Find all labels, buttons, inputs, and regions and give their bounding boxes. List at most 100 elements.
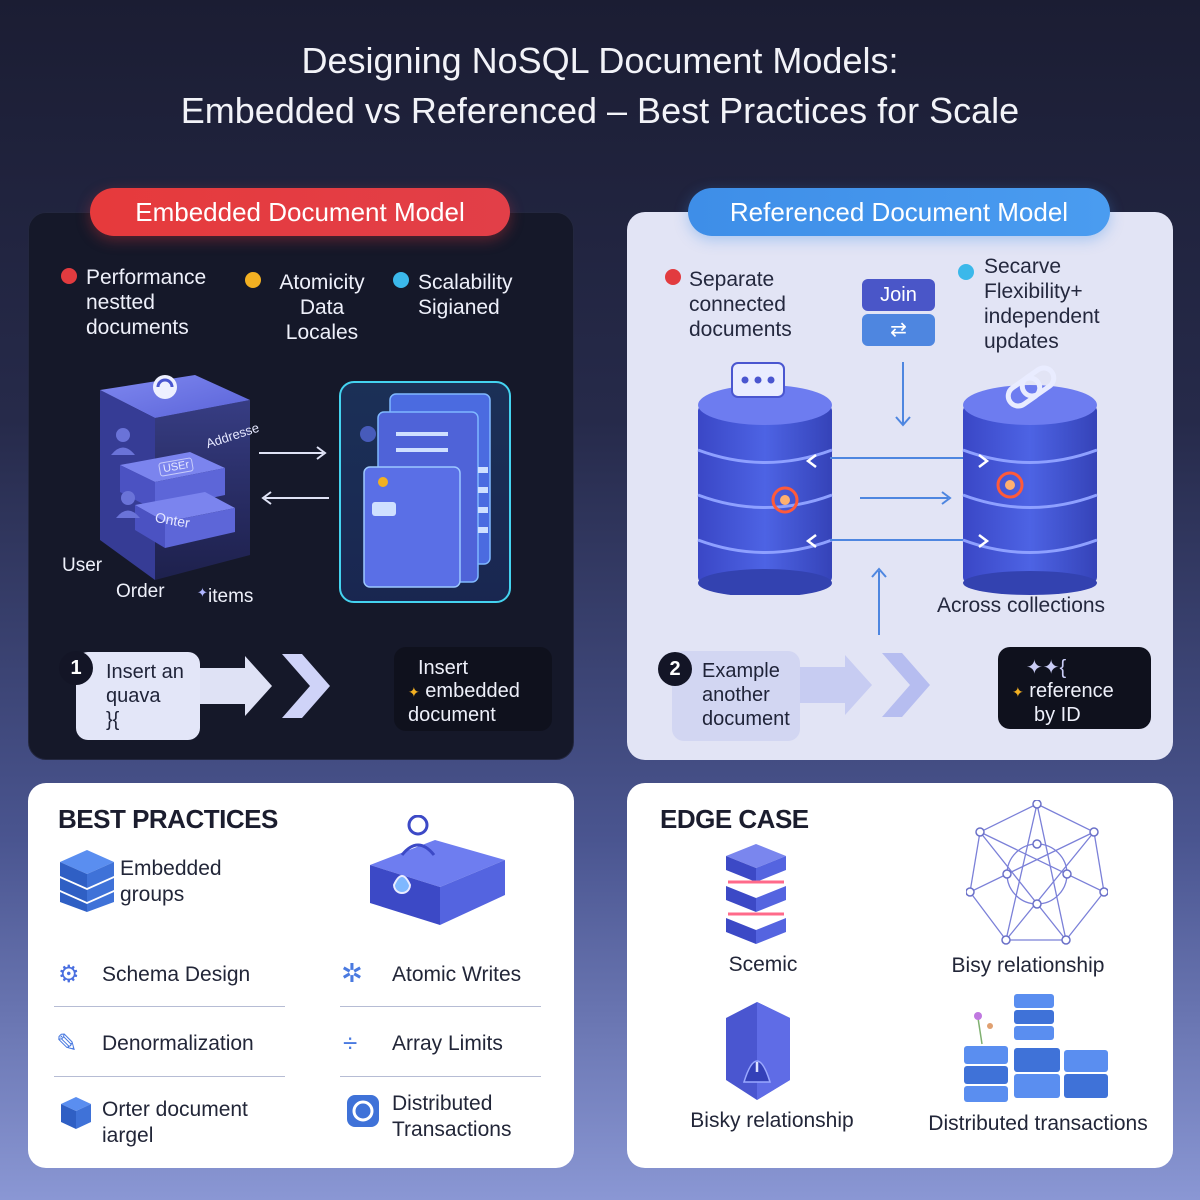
legend-scalability: Scalability Sigianed [418, 271, 513, 319]
inner-block-left-1 [120, 465, 155, 510]
db-left-body [698, 405, 832, 583]
link-glow-icon [771, 486, 799, 514]
step1-code: }{ [106, 709, 120, 731]
embedded-sync-arrows [259, 446, 329, 505]
edge-scemic-label: Scemic [728, 953, 798, 976]
items-spark-icon: ✦ [197, 585, 208, 600]
legend-dot-red [61, 268, 77, 284]
legend-dot-cyan-ref [958, 264, 974, 280]
stacked-blocks-icon [726, 844, 786, 944]
db-left-top [698, 385, 832, 425]
divider [54, 1076, 285, 1077]
step1-text: Insert an quava [106, 661, 184, 707]
legend-separate: Separate connected documents [689, 268, 792, 341]
chevron-right-icon [978, 454, 990, 468]
page-subtitle: Embedded vs Referenced – Best Practices … [180, 90, 1020, 131]
inner-block-left-2 [135, 505, 165, 548]
legend-performance: Performance nestted documents [86, 266, 207, 339]
legend-flexibility: Secarve Flexibility+ independent updates [984, 255, 1100, 353]
droplet-icon [392, 875, 412, 894]
code-line2: embedded [425, 680, 520, 702]
embedded-groups-label: Embedded groups [120, 857, 222, 906]
step1-number: 1 [59, 651, 93, 685]
denormalization-label: Denormalization [102, 1032, 254, 1055]
step1-arrow [190, 654, 330, 718]
best-practices-card [28, 783, 574, 1168]
db-right-top [963, 385, 1097, 425]
up-arrow-icon [871, 567, 887, 635]
cube-icon [61, 1097, 91, 1129]
distributed-transactions-label: Distributed Transactions [392, 1092, 512, 1141]
reference-by-id-box: ✦✦{ ✦ reference by ID [998, 647, 1151, 729]
join-badge: Join [862, 279, 935, 311]
legend-dot-yellow [245, 272, 261, 288]
code-line1: Insert [418, 657, 469, 679]
atomic-icon: ✲ [341, 958, 363, 988]
stack-icon [60, 850, 114, 912]
pen-icon: ✎ [56, 1028, 78, 1058]
document-cube-illustration [339, 381, 511, 603]
best-practices-title: BEST PRACTICES [58, 804, 278, 834]
link-badge-icon: ⇄ [862, 314, 935, 346]
chevron-left-icon [805, 454, 817, 468]
divider [340, 1076, 541, 1077]
database-right-illustration [962, 365, 1098, 595]
edge-bisky-label: Bisky relationship [690, 1109, 854, 1132]
reference-connectors [830, 457, 968, 541]
edge-bisy-label: Bisy relationship [951, 954, 1105, 977]
divider [340, 1006, 541, 1007]
divider [54, 1006, 285, 1007]
ref-spark-icon: ✦ [1012, 684, 1024, 700]
shield-block-icon [726, 1002, 790, 1100]
legend-dot-red-ref [665, 269, 681, 285]
edge-distributed-label: Distributed transactions [928, 1112, 1148, 1135]
down-arrow-icon [895, 362, 911, 427]
server-front [363, 466, 461, 588]
referenced-header-pill: Referenced Document Model [688, 188, 1110, 236]
link-glow-icon-right [996, 471, 1024, 499]
insert-embedded-box: Insert ✦ embedded document [394, 647, 552, 731]
lock-icon [378, 477, 388, 487]
ref-code-line1: ✦✦{ [1026, 657, 1067, 679]
database-left-illustration [697, 362, 833, 595]
legend-atomicity: Atomicity Data Locales [279, 271, 365, 344]
label-user: User [62, 555, 103, 576]
array-limits-label: Array Limits [392, 1032, 503, 1055]
distributed-blocks-icon [964, 994, 1108, 1102]
array-limit-icon: ÷ [343, 1028, 358, 1058]
across-collections-label: Across collections [937, 594, 1106, 617]
chevron-left-icon-2 [805, 534, 817, 548]
inner-block-top-2 [135, 492, 235, 522]
ref-code-line2: reference [1029, 680, 1114, 702]
ref-code-line3: by ID [1034, 704, 1081, 726]
code-line3: document [408, 704, 496, 726]
legend-dot-cyan [393, 272, 409, 288]
label-order: Order [116, 581, 165, 602]
network-graph-icon [966, 800, 1108, 945]
inner-block-right-2 [165, 508, 235, 548]
embedded-cube-illustration [100, 375, 250, 580]
featured-cube-icon [370, 815, 505, 925]
step2-text: Example another document [702, 660, 790, 730]
cube-top [100, 375, 250, 418]
schema-design-label: Schema Design [102, 963, 251, 986]
step2-number: 2 [658, 652, 692, 686]
gear-icon: ⚙ [58, 961, 80, 988]
edge-case-title: EDGE CASE [660, 804, 809, 834]
step1-box: Insert an quava }{ [76, 652, 200, 740]
embedded-header-pill: Embedded Document Model [90, 188, 510, 236]
ring-icon [347, 1095, 379, 1127]
atomic-writes-label: Atomic Writes [392, 963, 522, 986]
label-items: items [208, 586, 254, 607]
chevron-right-icon-2 [978, 534, 990, 548]
page-title: Designing NoSQL Document Models: [301, 40, 899, 81]
chain-link-icon [1005, 375, 1043, 409]
user-ghost-icon [360, 426, 376, 442]
db-right-body [963, 405, 1097, 583]
step2-arrow [790, 653, 930, 717]
drive-slot-icon [372, 502, 396, 516]
orter-document-label: Orter document iargel [102, 1098, 248, 1147]
user-silhouette-icon [116, 428, 130, 442]
user-silhouette-icon-2 [121, 491, 135, 505]
flower-icon [974, 1012, 982, 1020]
